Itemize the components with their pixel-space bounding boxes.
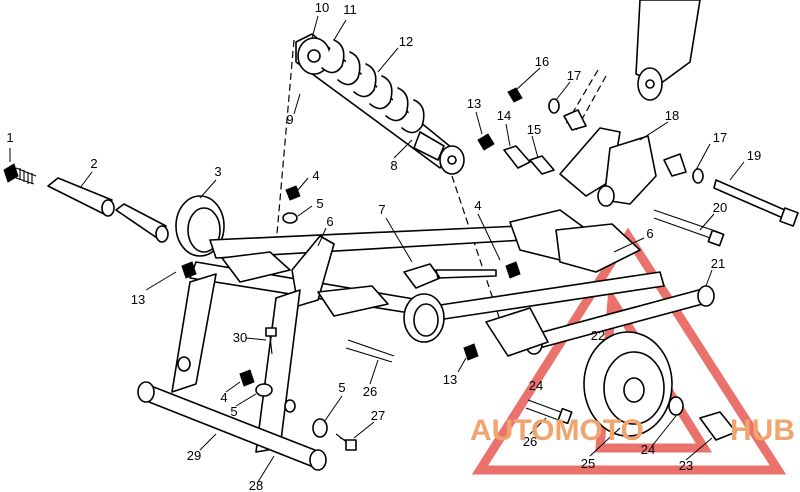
callout-13-center: 13: [443, 372, 457, 387]
callout-30: 30: [233, 330, 247, 345]
callout-24-lower: 24: [641, 442, 655, 457]
watermark-triangle-outer: [471, 227, 787, 475]
callout-5-upper: 5: [316, 196, 323, 211]
watermark-text: AUTOMOTO HUB: [470, 414, 795, 447]
callout-26-lower: 26: [523, 434, 537, 449]
callout-29: 29: [187, 448, 201, 463]
callout-8: 8: [390, 158, 397, 173]
callout-2: 2: [90, 156, 97, 171]
callout-13-upper: 13: [467, 96, 481, 111]
nut-13-center: [463, 343, 479, 361]
washer-5-lower: [255, 383, 273, 397]
callout-6-center: 6: [326, 214, 333, 229]
callout-23: 23: [679, 458, 693, 473]
nut-4-upper: [285, 185, 301, 201]
nut-4-lower: [239, 369, 255, 387]
upper-right-hardware: [477, 87, 799, 247]
alignment-line-center: [451, 175, 501, 321]
callout-16: 16: [535, 54, 549, 69]
washer-5-right: [312, 418, 328, 438]
callout-4-center: 4: [474, 198, 481, 213]
callout-19: 19: [747, 148, 761, 163]
wheel-assembly: [485, 285, 737, 441]
lower-link: [137, 273, 327, 471]
callout-6-right: 6: [646, 226, 653, 241]
callout-28: 28: [249, 478, 263, 492]
callout-20: 20: [713, 200, 727, 215]
callout-3: 3: [214, 164, 221, 179]
hook-7: [403, 263, 497, 289]
callout-26-center: 26: [363, 384, 377, 399]
nut-13-left: [181, 261, 197, 279]
washer-5-upper: [282, 212, 298, 224]
callout-18: 18: [665, 108, 679, 123]
nut-4-center: [505, 261, 521, 279]
screw-30: [269, 335, 273, 355]
callout-22: 22: [591, 328, 605, 343]
callout-13-left: 13: [131, 292, 145, 307]
callout-1: 1: [6, 130, 13, 145]
callout-17-upper: 17: [567, 68, 581, 83]
shock-spring: [321, 39, 425, 134]
callout-25: 25: [581, 456, 595, 471]
watermark-text-left: AUTOMOTO: [470, 414, 644, 447]
callout-9: 9: [286, 112, 293, 127]
callout-17-right: 17: [713, 130, 727, 145]
callout-12: 12: [399, 34, 413, 49]
alignment-line-left: [273, 39, 295, 269]
callout-27: 27: [371, 408, 385, 423]
shock-absorber: [295, 33, 465, 175]
callout-14: 14: [497, 108, 511, 123]
callout-7: 7: [378, 202, 385, 217]
sleeve-2: [47, 177, 169, 243]
callout-24-left: 24: [529, 378, 543, 393]
small-hardware: [181, 185, 521, 451]
callout-10: 10: [315, 0, 329, 15]
bolt-1: [3, 163, 37, 185]
callout-labels: 1 2 3 4 5 6 7 8 9 10 11 12 13 13 14 15 1…: [6, 0, 761, 492]
watermark-text-right: HUB: [730, 414, 795, 447]
callout-11: 11: [343, 2, 357, 17]
swing-arm-frame: [189, 209, 665, 343]
upper-shock-body: [635, 0, 701, 101]
callout-15: 15: [527, 122, 541, 137]
bolt-26: [345, 339, 395, 363]
callout-5-lower: 5: [230, 404, 237, 419]
callout-4-upper: 4: [312, 168, 319, 183]
callout-4-lower: 4: [220, 390, 227, 405]
leader-lines: [9, 15, 745, 483]
callout-5-right: 5: [338, 380, 345, 395]
callout-21: 21: [711, 256, 725, 271]
